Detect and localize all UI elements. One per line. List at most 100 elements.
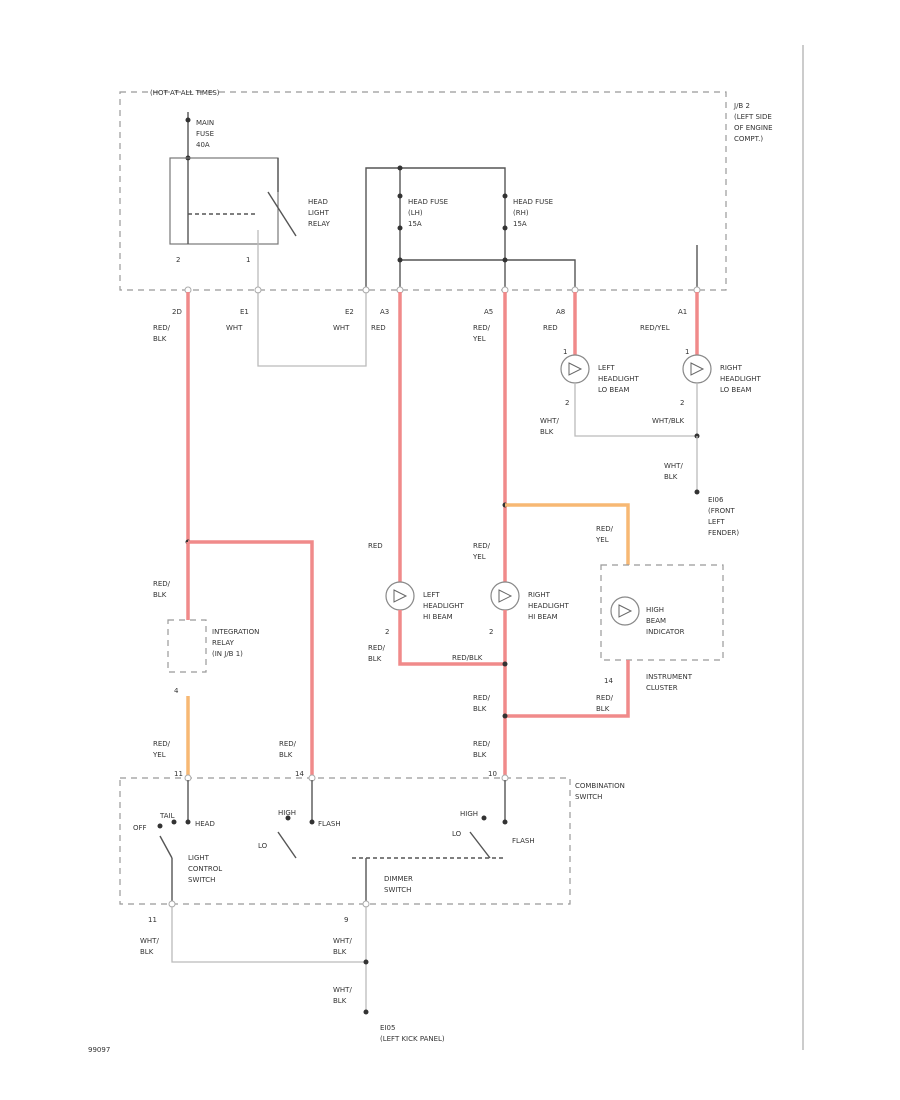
comb-l1: COMBINATION [575, 782, 625, 790]
relay-contact [267, 191, 297, 237]
right-hi-pin: 2 [489, 628, 493, 636]
hi-ret-l2: BLK [368, 655, 382, 663]
fuse-rh-dot-1 [502, 193, 508, 199]
cluster-l1: INSTRUMENT [646, 673, 693, 681]
left-lo-lamp-icon [568, 362, 583, 376]
sw-off: OFF [133, 824, 147, 832]
conn-a8: A8 [556, 308, 565, 316]
sw-pin-label-2: 14 [295, 770, 304, 778]
ir-l3: (IN J/B 1) [212, 650, 243, 658]
hbi-l2: BEAM [646, 617, 666, 625]
relay-pin-2: 2 [176, 256, 180, 264]
left-hi-pin: 2 [385, 628, 389, 636]
right-lo-pin-2: 2 [680, 399, 684, 407]
dimmer-l2: SWITCH [384, 886, 411, 894]
wht-loop [257, 292, 367, 367]
sw-high: HIGH [278, 809, 296, 817]
lcs-head-contact [185, 819, 191, 825]
gnd-pin-label-2: 9 [344, 916, 348, 924]
sw-pin-label-3: 10 [488, 770, 497, 778]
lo-bus-dot-1 [397, 257, 403, 263]
ir-wire-l2: BLK [153, 591, 167, 599]
trunk-l2: BLK [153, 335, 167, 343]
left-lo-l1: LEFT [598, 364, 615, 372]
relay-l3: RELAY [308, 220, 331, 228]
main-fuse-l1: MAIN [196, 119, 214, 127]
fuse-bus-dot [397, 165, 403, 171]
lo-gnd-l2: BLK [540, 428, 554, 436]
lo-gnd3-l2: BLK [664, 473, 678, 481]
high2-contact [481, 815, 487, 821]
lcs-blade [159, 835, 173, 859]
lo-gnd-l1: WHT/ [540, 417, 559, 425]
relay-l1: HEAD [308, 198, 328, 206]
flash-feed [188, 540, 314, 778]
conn-a5: A5 [484, 308, 493, 316]
gnd-w2-l1: WHT/ [333, 937, 352, 945]
left-lo-pin-1: 1 [563, 348, 567, 356]
trunk-l1: RED/ [153, 324, 171, 332]
lcs-tail-contact [171, 819, 177, 825]
gnd-w3-l1: WHT/ [333, 986, 352, 994]
flash1-contact [309, 819, 315, 825]
right-hi-lamp-icon [498, 589, 513, 603]
hbi-l3: INDICATOR [646, 628, 685, 636]
sw-pin-label-1: 11 [174, 770, 183, 778]
right-lo-lamp [682, 354, 712, 384]
sw-wire3-l1: RED/ [473, 740, 491, 748]
fuse-lh-dot-1 [397, 193, 403, 199]
hot-label: (HOT AT ALL TIMES) [150, 89, 220, 97]
left-hi-lamp [385, 581, 415, 611]
right-hi-wire-l1: RED/ [473, 542, 491, 550]
ir-wire-l1: RED/ [153, 580, 171, 588]
flash2-blade [469, 831, 491, 859]
hi-beam-indicator-lamp [610, 596, 640, 626]
right-lo-lamp-icon [690, 362, 705, 376]
right-hi-lamp [490, 581, 520, 611]
sw-lo-2: LO [452, 830, 462, 838]
ir-l2: RELAY [212, 639, 235, 647]
sw-lo-1: LO [258, 842, 268, 850]
hbi-l1: HIGH [646, 606, 664, 614]
lcs-l3: SWITCH [188, 876, 215, 884]
main-fuse-l3: 40A [196, 141, 210, 149]
gnd-w2-l2: BLK [333, 948, 347, 956]
left-hi-l3: HI BEAM [423, 613, 453, 621]
right-hi-l2: HEADLIGHT [528, 602, 570, 610]
sw-flash-1: FLASH [318, 820, 341, 828]
comb-l2: SWITCH [575, 793, 602, 801]
lcs-l1: LIGHT [188, 854, 210, 862]
a5-wire-l1: RED/ [473, 324, 491, 332]
left-lo-pin-2: 2 [565, 399, 569, 407]
gnd-front-l2: (FRONT [708, 507, 735, 515]
lo-ground-left [574, 383, 697, 437]
fuse-lh-l1: HEAD FUSE [408, 198, 448, 206]
sw-wire2-l2: BLK [279, 751, 293, 759]
lo-gnd3-l1: WHT/ [664, 462, 683, 470]
gnd-junction [363, 959, 369, 965]
lo-bus-dot-2 [502, 257, 508, 263]
relay-pin-1: 1 [246, 256, 250, 264]
instrument-cluster-box [600, 564, 724, 661]
jb2-l4: COMPT.) [734, 135, 763, 143]
pin-14: 14 [604, 677, 613, 685]
conn-a1: A1 [678, 308, 687, 316]
combination-switch-box [119, 777, 571, 905]
high1-contact [285, 815, 291, 821]
right-hi-l1: RIGHT [528, 591, 551, 599]
sw-wire2-l1: RED/ [279, 740, 297, 748]
gnd-bottom-l2: (LEFT KICK PANEL) [380, 1035, 445, 1043]
hi-ret2-l1: RED/ [473, 694, 491, 702]
wht-2: WHT [333, 324, 350, 332]
sw-flash-2: FLASH [512, 837, 535, 845]
left-lo-l3: LO BEAM [598, 386, 629, 394]
fuse-lh-dot-2 [397, 225, 403, 231]
headlight-relay-box [169, 157, 279, 245]
left-lo-lamp [560, 354, 590, 384]
lcs-l2: CONTROL [188, 865, 222, 873]
gnd-w1-l2: BLK [140, 948, 154, 956]
fuse-rh-dot-2 [502, 225, 508, 231]
main-fuse-l2: FUSE [196, 130, 214, 138]
sw-wire3-l2: BLK [473, 751, 487, 759]
